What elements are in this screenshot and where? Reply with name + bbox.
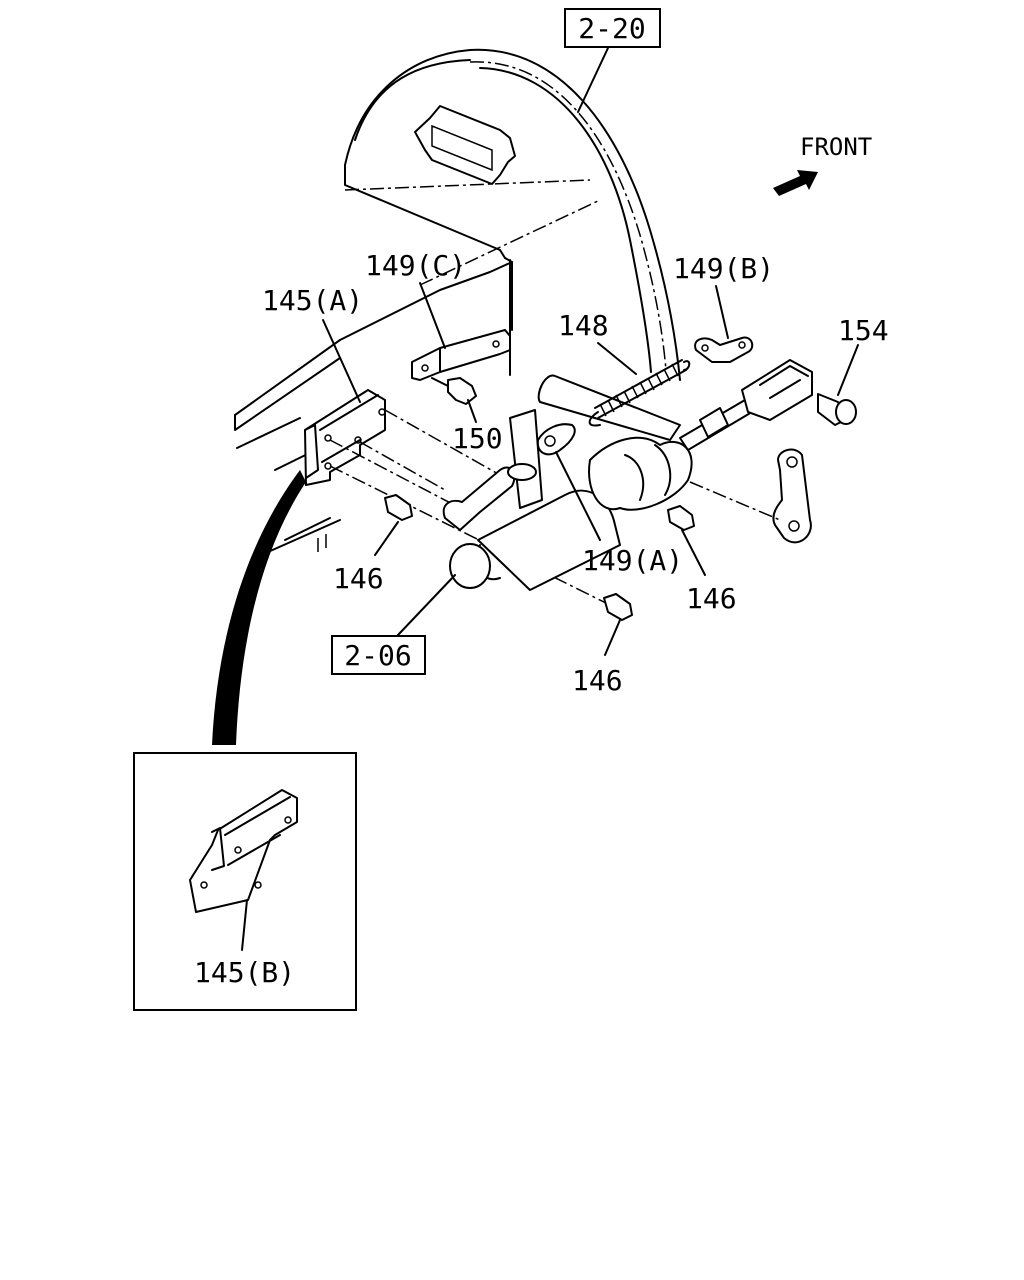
leader-146-left (374, 521, 399, 556)
leader-2-06 (397, 574, 456, 636)
bolt-146-bottom (603, 593, 633, 621)
inset-pointer (212, 470, 306, 745)
leader-154 (837, 344, 859, 396)
front-label: FRONT (800, 133, 872, 161)
callout-150: 150 (452, 422, 503, 455)
callout-145a: 145(A) (262, 284, 363, 317)
bracket-149c (411, 329, 511, 381)
callout-149b: 149(B) (673, 252, 774, 285)
inset-label-145b: 145(B) (194, 956, 295, 989)
leader-2-20 (577, 47, 609, 113)
gasket-149a (536, 423, 576, 456)
bracket-149b (694, 336, 754, 363)
leader-146-right (681, 529, 706, 576)
callout-146-bottom: 146 (572, 664, 623, 697)
pin-154 (817, 393, 857, 426)
arrow-icon (773, 170, 818, 196)
ref-label-2-20: 2-20 (578, 12, 645, 45)
clutch-master-cylinder (442, 359, 813, 591)
callout-146-right: 146 (686, 582, 737, 615)
bolt-150 (431, 377, 477, 405)
leader-150 (467, 399, 477, 423)
callout-154: 154 (838, 314, 889, 347)
callout-148: 148 (558, 309, 609, 342)
bolt-146-right (667, 505, 695, 531)
leader-149b (715, 285, 729, 339)
bracket-145a (304, 389, 386, 486)
pedal-arm (772, 448, 812, 544)
front-indicator: FRONT (773, 133, 872, 196)
leader-148 (597, 342, 637, 375)
callout-149c: 149(C) (365, 249, 466, 282)
leader-149a (555, 451, 601, 541)
inset-145b: 145(B) (133, 752, 357, 1011)
leader-145b (241, 899, 248, 951)
leader-145a (322, 319, 361, 403)
ref-label-2-06: 2-06 (344, 639, 411, 672)
callout-149a: 149(A) (582, 544, 683, 577)
bolt-146-left (384, 494, 413, 521)
ref-box-2-06 (331, 635, 426, 675)
leader-149c (419, 282, 446, 349)
ref-box-2-20 (564, 8, 661, 48)
spring-148 (537, 359, 691, 441)
callout-146-left: 146 (333, 562, 384, 595)
leader-146-bottom (604, 619, 621, 656)
